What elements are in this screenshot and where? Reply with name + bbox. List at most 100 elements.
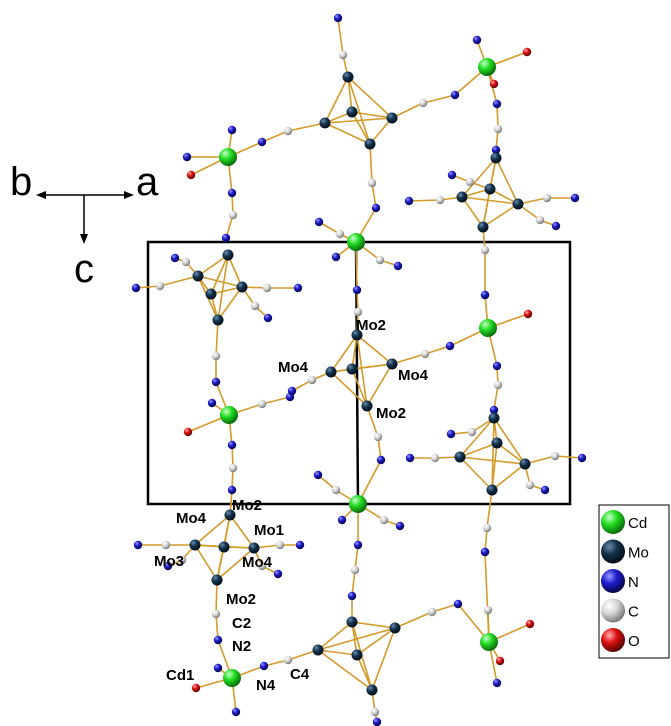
label-mo2-cluster-bottom: Mo2 bbox=[226, 591, 256, 608]
bond bbox=[217, 254, 229, 321]
bond bbox=[317, 627, 396, 651]
legend-label-n: N bbox=[628, 574, 639, 591]
atom-n bbox=[347, 591, 357, 601]
bond bbox=[194, 544, 218, 581]
bond bbox=[347, 76, 393, 119]
bond bbox=[351, 111, 393, 119]
label-cd1: Cd1 bbox=[166, 667, 194, 684]
bond bbox=[394, 611, 433, 629]
atom-n bbox=[259, 661, 269, 671]
atom-mo bbox=[319, 117, 331, 129]
legend-swatch-n bbox=[601, 569, 625, 593]
bond bbox=[461, 157, 497, 198]
atom-c bbox=[228, 210, 238, 220]
axis-indicator: b a c bbox=[10, 160, 159, 291]
label-n2: N2 bbox=[232, 638, 251, 655]
atom-n bbox=[393, 261, 403, 271]
bond bbox=[351, 569, 356, 597]
atom-mo bbox=[484, 183, 496, 195]
atom-n bbox=[163, 561, 173, 571]
atom-n bbox=[221, 233, 231, 243]
bond bbox=[491, 463, 526, 491]
atom-c bbox=[350, 565, 360, 575]
atom-cd bbox=[347, 233, 365, 251]
bond bbox=[486, 489, 493, 529]
atom-n bbox=[213, 663, 223, 673]
atom-n bbox=[333, 13, 343, 23]
atom-n bbox=[446, 429, 456, 439]
atom-o bbox=[525, 619, 535, 629]
atom-n bbox=[491, 145, 501, 155]
legend-label-c: C bbox=[628, 604, 639, 621]
atom-c bbox=[211, 351, 221, 361]
bond bbox=[317, 649, 373, 691]
atom-n bbox=[314, 217, 324, 227]
bond bbox=[347, 76, 353, 113]
atom-mo bbox=[218, 541, 230, 553]
label-mo2-top: Mo2 bbox=[356, 317, 386, 334]
atom-mo bbox=[488, 412, 500, 424]
atom-c bbox=[420, 349, 430, 359]
atom-cd bbox=[223, 669, 241, 687]
label-mo3: Mo3 bbox=[154, 553, 184, 570]
atom-c bbox=[155, 281, 165, 291]
atom-n bbox=[372, 717, 382, 726]
bond bbox=[459, 417, 495, 458]
bond bbox=[482, 203, 519, 228]
bond bbox=[371, 182, 377, 209]
atom-mo bbox=[351, 649, 363, 661]
atom-cd bbox=[349, 495, 367, 513]
atom-n bbox=[480, 547, 490, 557]
bond bbox=[491, 417, 495, 491]
atom-c bbox=[367, 178, 377, 188]
bond bbox=[217, 286, 243, 321]
atom-mo bbox=[205, 288, 217, 300]
atom-n bbox=[492, 99, 502, 109]
bond bbox=[459, 456, 526, 465]
atom-c bbox=[275, 540, 285, 550]
bond bbox=[261, 396, 291, 405]
unit-cell bbox=[146, 240, 572, 506]
atom-n bbox=[447, 170, 457, 180]
atom-c bbox=[283, 126, 293, 136]
atom-mo bbox=[486, 484, 498, 496]
label-n4: N4 bbox=[256, 677, 276, 694]
legend-label-cd: Cd bbox=[628, 515, 647, 532]
label-mo4-right: Mo4 bbox=[398, 367, 429, 384]
bond bbox=[461, 196, 519, 205]
atom-c bbox=[353, 307, 363, 317]
atom-mo bbox=[361, 400, 373, 412]
atom-n bbox=[371, 203, 381, 213]
atom-cd bbox=[478, 58, 496, 76]
atom-n bbox=[404, 196, 414, 206]
atom-n bbox=[227, 440, 237, 450]
bond bbox=[347, 76, 371, 145]
atom-mo bbox=[386, 112, 398, 124]
atom-mo bbox=[222, 249, 234, 261]
atom-mo bbox=[346, 363, 358, 375]
bond bbox=[216, 547, 255, 581]
bond bbox=[194, 514, 231, 546]
bond bbox=[461, 196, 484, 228]
bond bbox=[351, 334, 358, 370]
atom-mo bbox=[325, 366, 337, 378]
bond bbox=[356, 334, 368, 407]
atom-o bbox=[495, 656, 505, 666]
atom-c bbox=[525, 480, 535, 490]
bond bbox=[215, 319, 219, 357]
atom-n bbox=[227, 188, 237, 198]
atom-mo bbox=[491, 437, 503, 449]
atom-c bbox=[250, 301, 260, 311]
atom-mo bbox=[366, 684, 378, 696]
atom-c bbox=[228, 463, 238, 473]
bond bbox=[317, 649, 358, 656]
bond bbox=[324, 122, 371, 145]
bond bbox=[496, 442, 526, 465]
bond bbox=[159, 275, 199, 287]
atom-c bbox=[211, 609, 221, 619]
atom-n bbox=[182, 152, 192, 162]
atom-n bbox=[295, 540, 305, 550]
atom-n bbox=[395, 521, 405, 531]
atom-n bbox=[352, 285, 362, 295]
atom-mo bbox=[389, 622, 401, 634]
